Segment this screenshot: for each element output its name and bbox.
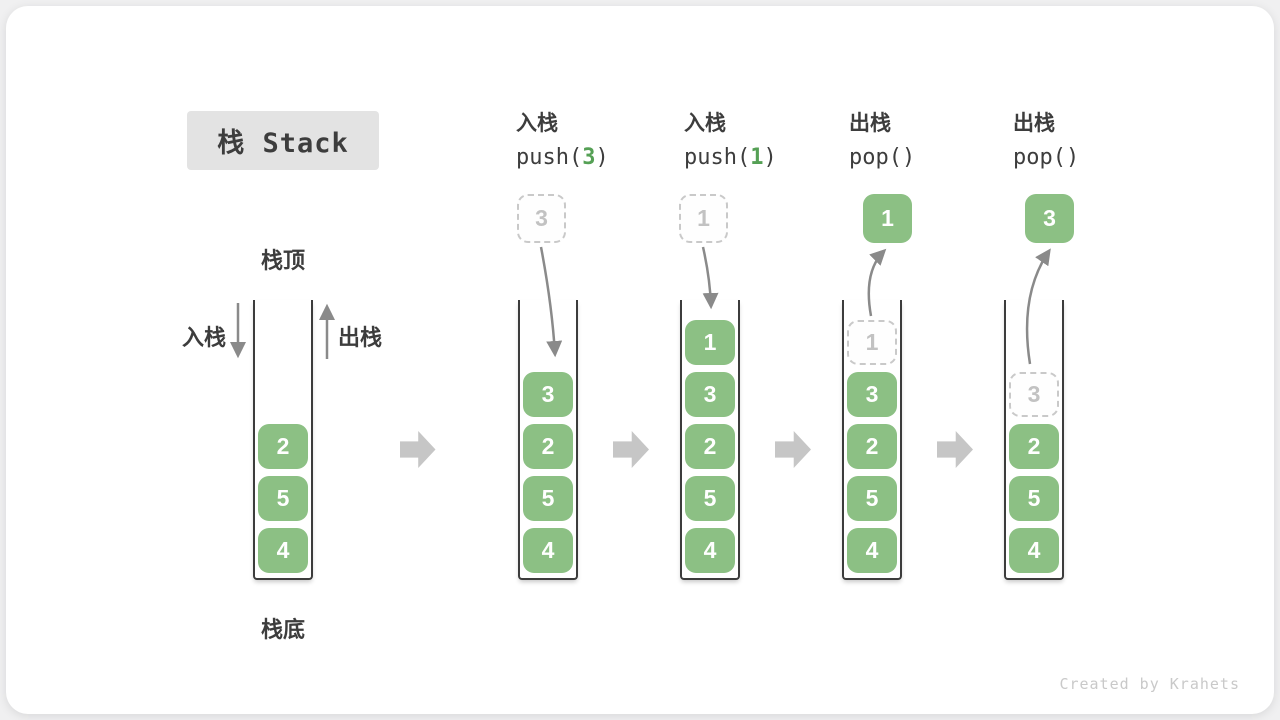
code-text: push( bbox=[684, 145, 751, 170]
stack-cell: 4 bbox=[847, 528, 897, 573]
stack-top-label: 栈顶 bbox=[260, 248, 305, 273]
code-text: pop() bbox=[1013, 145, 1080, 170]
code-text: ) bbox=[763, 145, 777, 170]
right-block-arrow bbox=[613, 431, 649, 468]
stack-cell: 2 bbox=[258, 424, 308, 469]
stack-bottom-label: 栈底 bbox=[260, 617, 305, 642]
stack-cell: 3 bbox=[685, 372, 735, 417]
operation-header: 入栈 push(3) bbox=[516, 107, 609, 170]
operation-name: 出栈 bbox=[1013, 112, 1055, 135]
stack-cell: 2 bbox=[523, 424, 573, 469]
operation-header: 入栈 push(1) bbox=[684, 107, 777, 170]
operation-code: pop() bbox=[1013, 145, 1079, 170]
popped-value-box: 3 bbox=[1025, 194, 1074, 243]
code-text: ) bbox=[595, 145, 609, 170]
code-text: pop() bbox=[849, 145, 916, 170]
stack-cell: 4 bbox=[258, 528, 308, 573]
right-block-arrow bbox=[937, 431, 973, 468]
right-block-arrow bbox=[775, 431, 811, 468]
watermark: Created by Krahets bbox=[1059, 675, 1240, 693]
stack-cell: 5 bbox=[685, 476, 735, 521]
operation-header: 出栈 pop() bbox=[849, 107, 915, 170]
operation-name: 入栈 bbox=[684, 112, 726, 135]
right-block-arrow bbox=[399, 431, 436, 468]
operation-header: 出栈 pop() bbox=[1013, 107, 1079, 170]
code-text: push( bbox=[516, 145, 583, 170]
code-argument: 1 bbox=[750, 145, 764, 170]
incoming-value-box: 1 bbox=[679, 194, 728, 243]
stack-cell: 3 bbox=[523, 372, 573, 417]
operation-name: 出栈 bbox=[849, 112, 891, 135]
title-box: 栈 Stack bbox=[187, 111, 379, 170]
stack-cell: 4 bbox=[523, 528, 573, 573]
ghost-cell: 3 bbox=[1009, 372, 1059, 417]
popped-value-box: 1 bbox=[863, 194, 912, 243]
stack-cell: 2 bbox=[685, 424, 735, 469]
push-direction-label: 入栈 bbox=[181, 325, 226, 350]
operation-name: 入栈 bbox=[516, 112, 558, 135]
stack-cell: 5 bbox=[847, 476, 897, 521]
code-argument: 3 bbox=[582, 145, 596, 170]
ghost-cell: 1 bbox=[847, 320, 897, 365]
stack-cell: 2 bbox=[1009, 424, 1059, 469]
operation-code: pop() bbox=[849, 145, 915, 170]
stack-cell: 5 bbox=[258, 476, 308, 521]
stack-cell: 5 bbox=[1009, 476, 1059, 521]
title-text: 栈 Stack bbox=[217, 128, 349, 159]
push-flow-arrow bbox=[701, 246, 719, 310]
stack-cell: 2 bbox=[847, 424, 897, 469]
stack-cell: 4 bbox=[685, 528, 735, 573]
stack-cell: 5 bbox=[523, 476, 573, 521]
incoming-value-box: 3 bbox=[517, 194, 566, 243]
operation-code: push(1) bbox=[684, 145, 777, 170]
stack-cell: 1 bbox=[685, 320, 735, 365]
stack-cell: 3 bbox=[847, 372, 897, 417]
operation-code: push(3) bbox=[516, 145, 609, 170]
stack-cell: 4 bbox=[1009, 528, 1059, 573]
pop-direction-label: 出栈 bbox=[338, 325, 383, 350]
